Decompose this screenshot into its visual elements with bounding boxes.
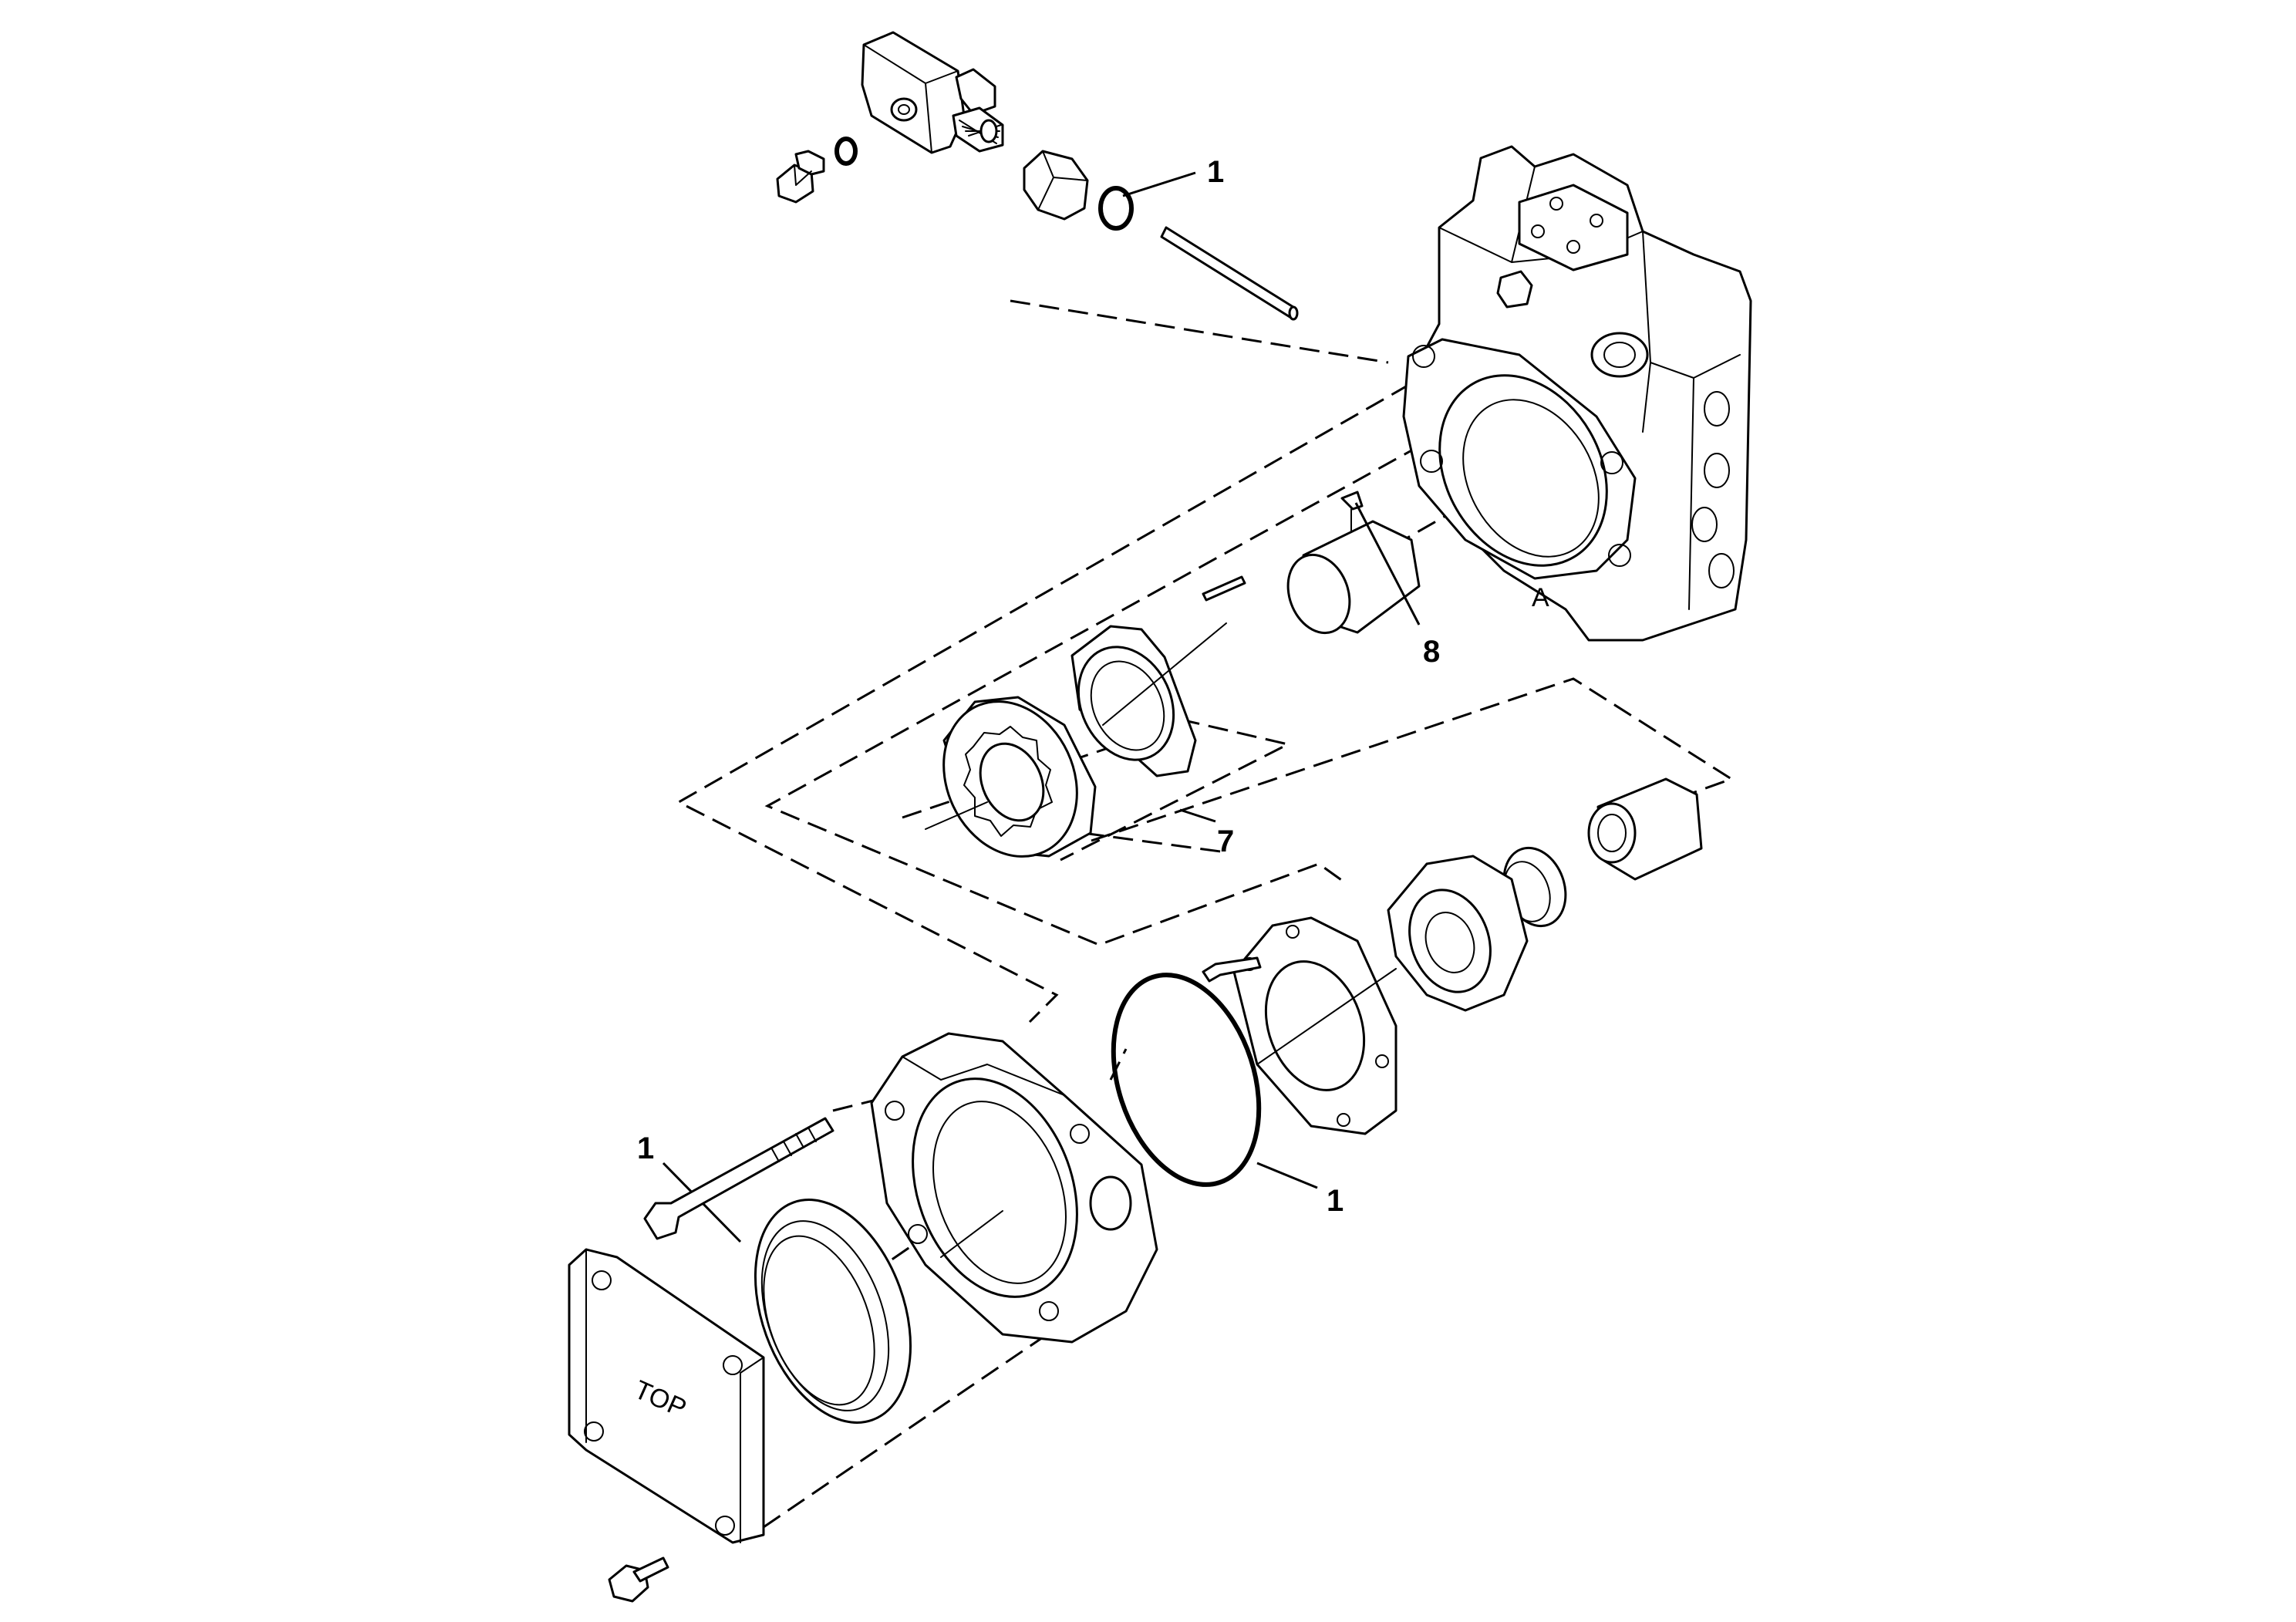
- lip-seal: [754, 1199, 912, 1424]
- bearing-sleeve: [1286, 520, 1421, 635]
- needle-bearing: [1587, 777, 1703, 881]
- seal-carrier: [1387, 855, 1529, 1012]
- hex-nut: [1023, 150, 1089, 221]
- long-bolt: [643, 1117, 834, 1240]
- callout-1-right-leader: [1256, 1162, 1318, 1189]
- callout-label: 1: [1207, 155, 1224, 189]
- callout-label: 8: [1423, 635, 1440, 669]
- small-plug: [776, 150, 825, 204]
- tee-block: [861, 31, 1004, 154]
- callout-label: 1: [637, 1131, 654, 1165]
- callout-7-leader: [1179, 808, 1216, 823]
- callout-8-leader: [1354, 502, 1421, 626]
- gerotor-set: [925, 696, 1097, 858]
- tube: [1160, 226, 1299, 321]
- small-o-ring: [834, 137, 858, 166]
- wear-plate: [1070, 622, 1227, 777]
- o-ring-top: [1098, 186, 1134, 231]
- callouts: 1 8 7 1 1: [637, 155, 1440, 1218]
- housing-mark: A: [1532, 583, 1549, 612]
- end-cover: TOP: [568, 1248, 765, 1544]
- pump-housing: A: [1402, 145, 1752, 642]
- callout-label: 1: [1327, 1184, 1344, 1218]
- callout-label: 7: [1217, 824, 1234, 858]
- front-flange-housing: [870, 1032, 1158, 1344]
- callout-1-top-leader: [1122, 171, 1196, 197]
- back-plate-screw: [1202, 956, 1262, 983]
- large-o-ring: [1111, 973, 1262, 1187]
- back-plate: [1232, 916, 1397, 1135]
- cover-screw: [608, 1556, 669, 1603]
- dowel-pin: [1202, 575, 1246, 602]
- fitting-assembly: [776, 31, 1299, 321]
